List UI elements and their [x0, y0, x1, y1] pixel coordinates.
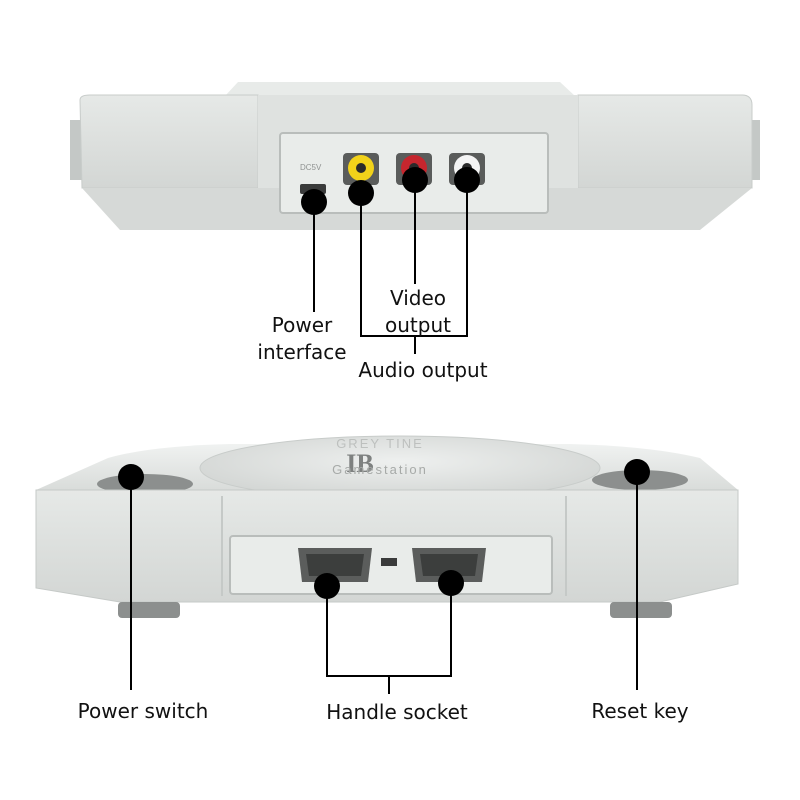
controller-port-left — [298, 548, 372, 582]
dc-port-mark: DC5V — [300, 163, 322, 172]
top-faded-text: GREY TINE — [336, 436, 424, 451]
video-output-marker — [348, 180, 374, 206]
right-foot — [610, 602, 672, 618]
console-back-view: DC5V Power i — [70, 82, 760, 382]
handle-socket-left-marker — [314, 573, 340, 599]
logo-text: Gamestation — [332, 462, 428, 477]
controller-port-right — [412, 548, 486, 582]
video-output-label-line2: output — [385, 313, 451, 337]
handle-socket-right-marker — [438, 570, 464, 596]
right-shell-block — [577, 94, 753, 189]
left-bumper — [70, 120, 82, 180]
audio-right-marker — [402, 167, 428, 193]
reset-key-marker — [624, 459, 650, 485]
power-interface-label-line1: Power — [272, 313, 333, 337]
left-shell-block — [79, 94, 259, 189]
console-lid — [225, 82, 575, 96]
reset-key-label: Reset key — [591, 699, 688, 723]
power-switch-marker — [118, 464, 144, 490]
left-foot — [118, 602, 180, 618]
top-leader-lines — [313, 188, 468, 354]
power-switch-label: Power switch — [78, 699, 209, 723]
video-rca-jack — [343, 153, 379, 185]
logo-mark: IB — [346, 449, 373, 478]
bottom-leader-lines — [130, 479, 638, 694]
console-front-view: GREY TINE IB Gamestation — [35, 435, 739, 724]
audio-output-label: Audio output — [358, 358, 487, 382]
video-output-label-line1: Video — [390, 286, 446, 310]
audio-left-marker — [454, 167, 480, 193]
power-interface-marker — [301, 189, 327, 215]
led-indicator — [381, 558, 397, 566]
handle-socket-label: Handle socket — [326, 700, 468, 724]
power-interface-label-line2: interface — [257, 340, 346, 364]
